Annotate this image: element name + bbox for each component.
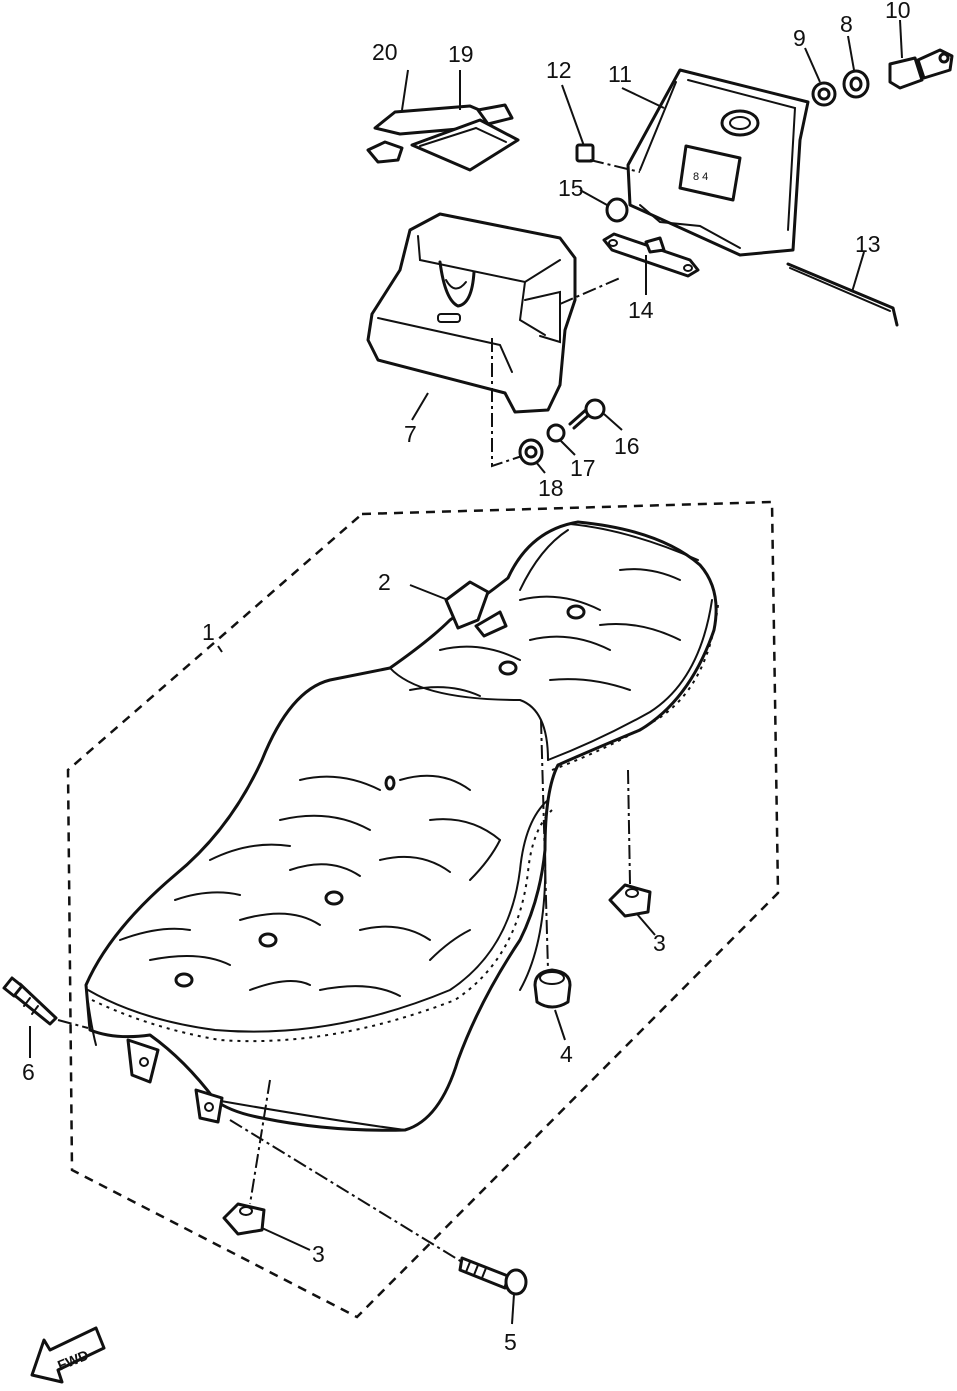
callout-13: 13 [855, 231, 881, 257]
callout-11: 11 [608, 61, 632, 87]
part-4-damper [533, 968, 572, 1009]
callout-18: 18 [538, 475, 564, 501]
part-3-stopper-left [222, 1202, 266, 1236]
callout-10: 10 [885, 0, 911, 23]
rear-box-mark: 8 4 [693, 171, 708, 183]
part-14-bracket-plate [602, 232, 700, 278]
part-16-bolt [568, 398, 606, 430]
callout-7: 7 [404, 421, 417, 447]
callout-5: 5 [504, 1329, 517, 1355]
callout-3-right: 3 [653, 930, 666, 956]
part-8-grommet [842, 69, 870, 99]
part-5-bolt [458, 1256, 528, 1296]
part-19-cover-plate [410, 103, 520, 172]
callout-3-left: 3 [312, 1241, 325, 1267]
callout-9: 9 [793, 25, 806, 51]
seat-assembly-boundary [66, 500, 780, 1319]
part-1-dual-seat [84, 520, 719, 1132]
part-6-bolt [2, 976, 58, 1026]
part-13-rod [786, 262, 899, 327]
part-17-lock-washer [546, 423, 566, 443]
callout-6: 6 [22, 1059, 35, 1085]
callout-20: 20 [372, 39, 398, 65]
callout-1: 1 [202, 619, 215, 645]
callout-4: 4 [560, 1041, 573, 1067]
callout-8: 8 [840, 11, 853, 37]
callout-19: 19 [448, 41, 474, 67]
forward-direction-arrow: FWD [30, 1326, 106, 1384]
callout-2: 2 [378, 569, 391, 595]
part-12-clip-nut [575, 143, 595, 163]
callout-17: 17 [570, 455, 596, 481]
callout-12: 12 [546, 57, 572, 83]
callout-14: 14 [628, 297, 654, 323]
part-15-cap-nut [605, 197, 629, 223]
part-18-collar [518, 438, 544, 466]
part-3-stopper-right [608, 883, 652, 918]
part-11-rear-box: 8 4 [626, 68, 810, 257]
callout-15: 15 [558, 175, 584, 201]
leader-lines [29, 19, 903, 1325]
part-2-seat-strap [444, 580, 508, 638]
callout-labels: 20 19 12 11 9 8 10 15 13 14 7 16 17 18 2… [22, 0, 911, 1355]
callout-16: 16 [614, 433, 640, 459]
part-10-key-lock [888, 48, 954, 90]
part-9-washer [811, 81, 837, 107]
part-7-rear-cowl [366, 212, 577, 414]
